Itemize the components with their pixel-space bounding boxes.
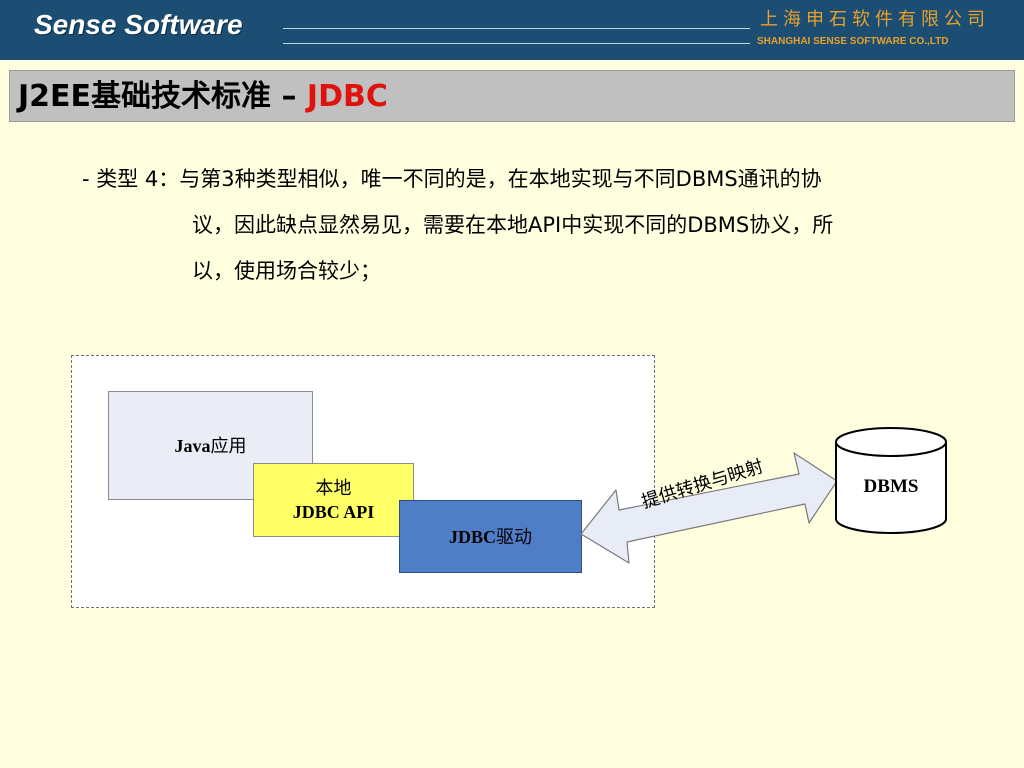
jdbc-driver-box: JDBC驱动: [399, 500, 582, 573]
native-api-label-line2: JDBC API: [292, 502, 375, 522]
slide-title-prefix: J2EE基础技术标准 –: [18, 79, 307, 114]
dbms-label: DBMS: [863, 476, 919, 497]
driver-label-latin: JDBC: [448, 526, 496, 547]
java-app-label-cn: 应用: [210, 435, 247, 456]
slide-title: J2EE基础技术标准 – JDBC: [18, 75, 388, 119]
title-bar: [9, 70, 1015, 122]
company-name-cn: 上海申石软件有限公司: [760, 9, 990, 30]
brand-logo: Sense Software: [34, 9, 243, 40]
company-name-en: SHANGHAI SENSE SOFTWARE CO.,LTD: [757, 36, 949, 47]
java-app-label-latin: Java: [174, 435, 211, 456]
body-line-2: 议，因此缺点显然易见，需要在本地API中实现不同的DBMS协义，所: [192, 213, 834, 237]
slide-title-highlight: JDBC: [306, 79, 388, 114]
body-line-1: - 类型 4：与第3种类型相似，唯一不同的是，在本地实现与不同DBMS通讯的协: [82, 167, 822, 191]
body-line-3: 以，使用场合较少；: [192, 259, 381, 283]
native-api-label-line1: 本地: [315, 478, 352, 498]
native-jdbc-api-box: 本地 JDBC API: [253, 463, 414, 537]
driver-label-cn: 驱动: [496, 526, 532, 547]
header-rule-top: [283, 28, 750, 29]
dbms-cylinder-icon: [835, 427, 947, 534]
header-bar: [0, 0, 1024, 60]
header-rule-bottom: [283, 43, 750, 44]
